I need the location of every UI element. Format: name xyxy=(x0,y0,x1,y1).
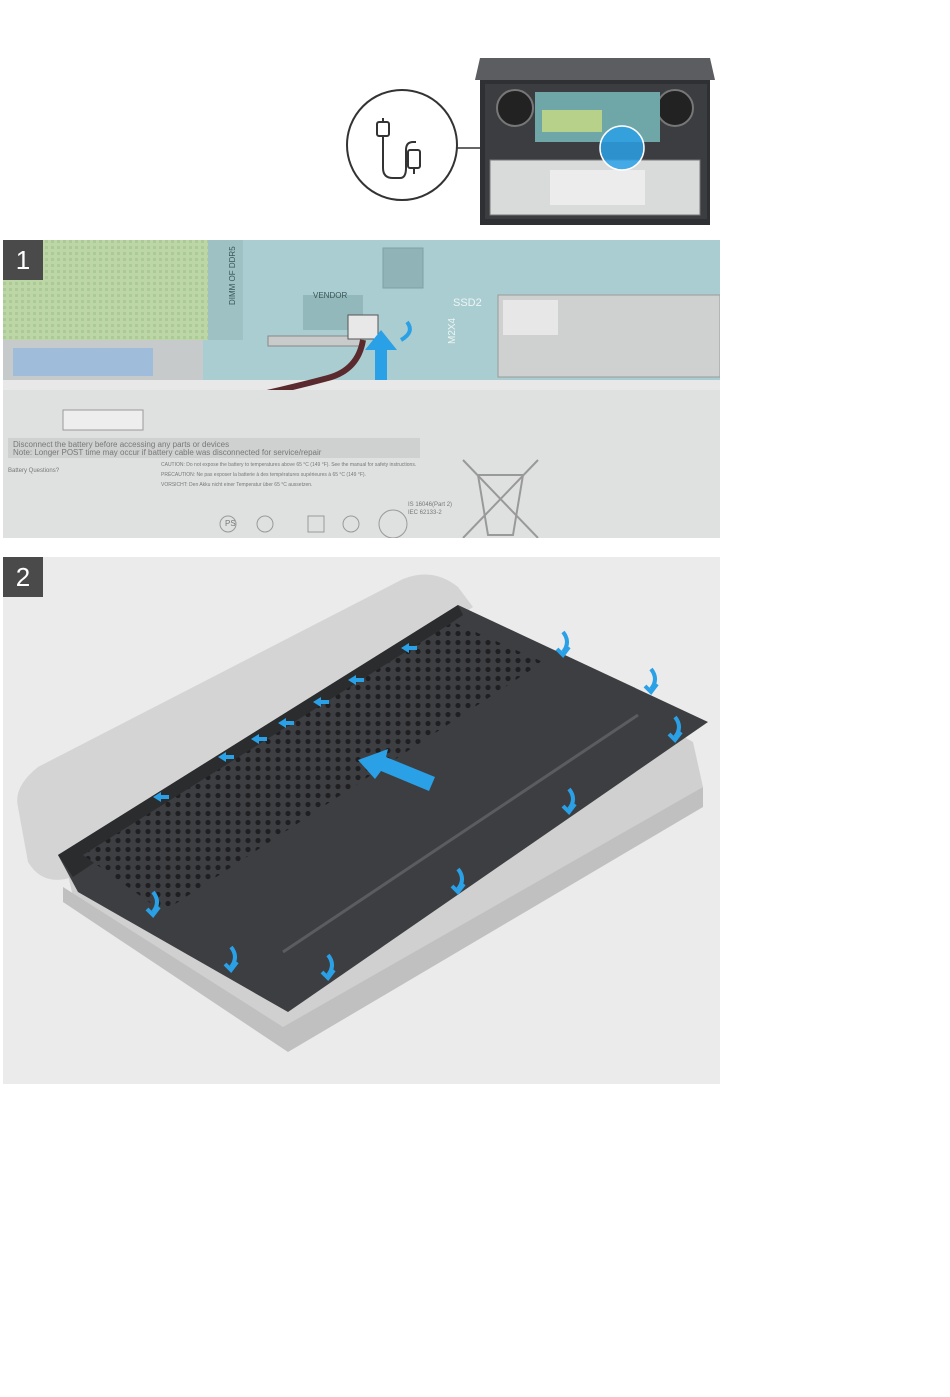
vendor-label: VENDOR xyxy=(313,291,347,300)
callout-circle xyxy=(346,89,458,201)
step-1-badge: 1 xyxy=(3,240,43,280)
ddr-label: DIMM OF DDR5 xyxy=(228,246,237,305)
overview-illustration xyxy=(330,50,730,235)
battery-warning-line1: Disconnect the battery before accessing … xyxy=(13,440,229,449)
connector-highlight xyxy=(600,126,644,170)
press-arrow-icons xyxy=(145,630,683,982)
curved-arrow-icon xyxy=(399,320,412,342)
battery-warning-line2: Note: Longer POST time may occur if batt… xyxy=(13,448,322,457)
step-2-illustration xyxy=(17,574,708,1052)
standard-label-1: IS 16046(Part 2) xyxy=(408,502,452,508)
lift-arrow-icon xyxy=(365,330,397,380)
edge-arrow-icons xyxy=(153,643,417,802)
slide-arrow-icon xyxy=(358,749,435,791)
battery-connector xyxy=(347,314,379,340)
cable-connector-icon xyxy=(376,118,421,179)
standard-label-2: IEC 62133-2 xyxy=(408,510,442,516)
step-1-panel: SSD2 M2X4 VENDOR DIMM OF DDR5 Disconnect… xyxy=(3,240,720,538)
laptop-lid xyxy=(17,574,474,880)
weee-bin-icon xyxy=(462,459,539,538)
battery-questions-label: Battery Questions? xyxy=(8,468,60,474)
vent-grille xyxy=(83,622,543,912)
caution-label: CAUTION: Do not expose the battery to te… xyxy=(161,462,416,468)
precaution-label: PRÉCAUTION: Ne pas exposer la batterie à… xyxy=(161,471,366,478)
base-cover xyxy=(58,605,708,1012)
screw-label: M2X4 xyxy=(447,317,458,344)
ssd-slot-label: SSD2 xyxy=(453,297,482,309)
vorsicht-label: VORSICHT: Den Akku nicht einer Temperatu… xyxy=(161,482,312,488)
step-2-panel: 2 xyxy=(3,557,720,1084)
step-1-illustration: SSD2 M2X4 VENDOR DIMM OF DDR5 Disconnect… xyxy=(3,240,720,538)
step-2-badge: 2 xyxy=(3,557,43,597)
laptop-hinge xyxy=(475,58,715,80)
ps-label: PS xyxy=(225,519,236,528)
overview-laptop-svg xyxy=(346,58,715,225)
